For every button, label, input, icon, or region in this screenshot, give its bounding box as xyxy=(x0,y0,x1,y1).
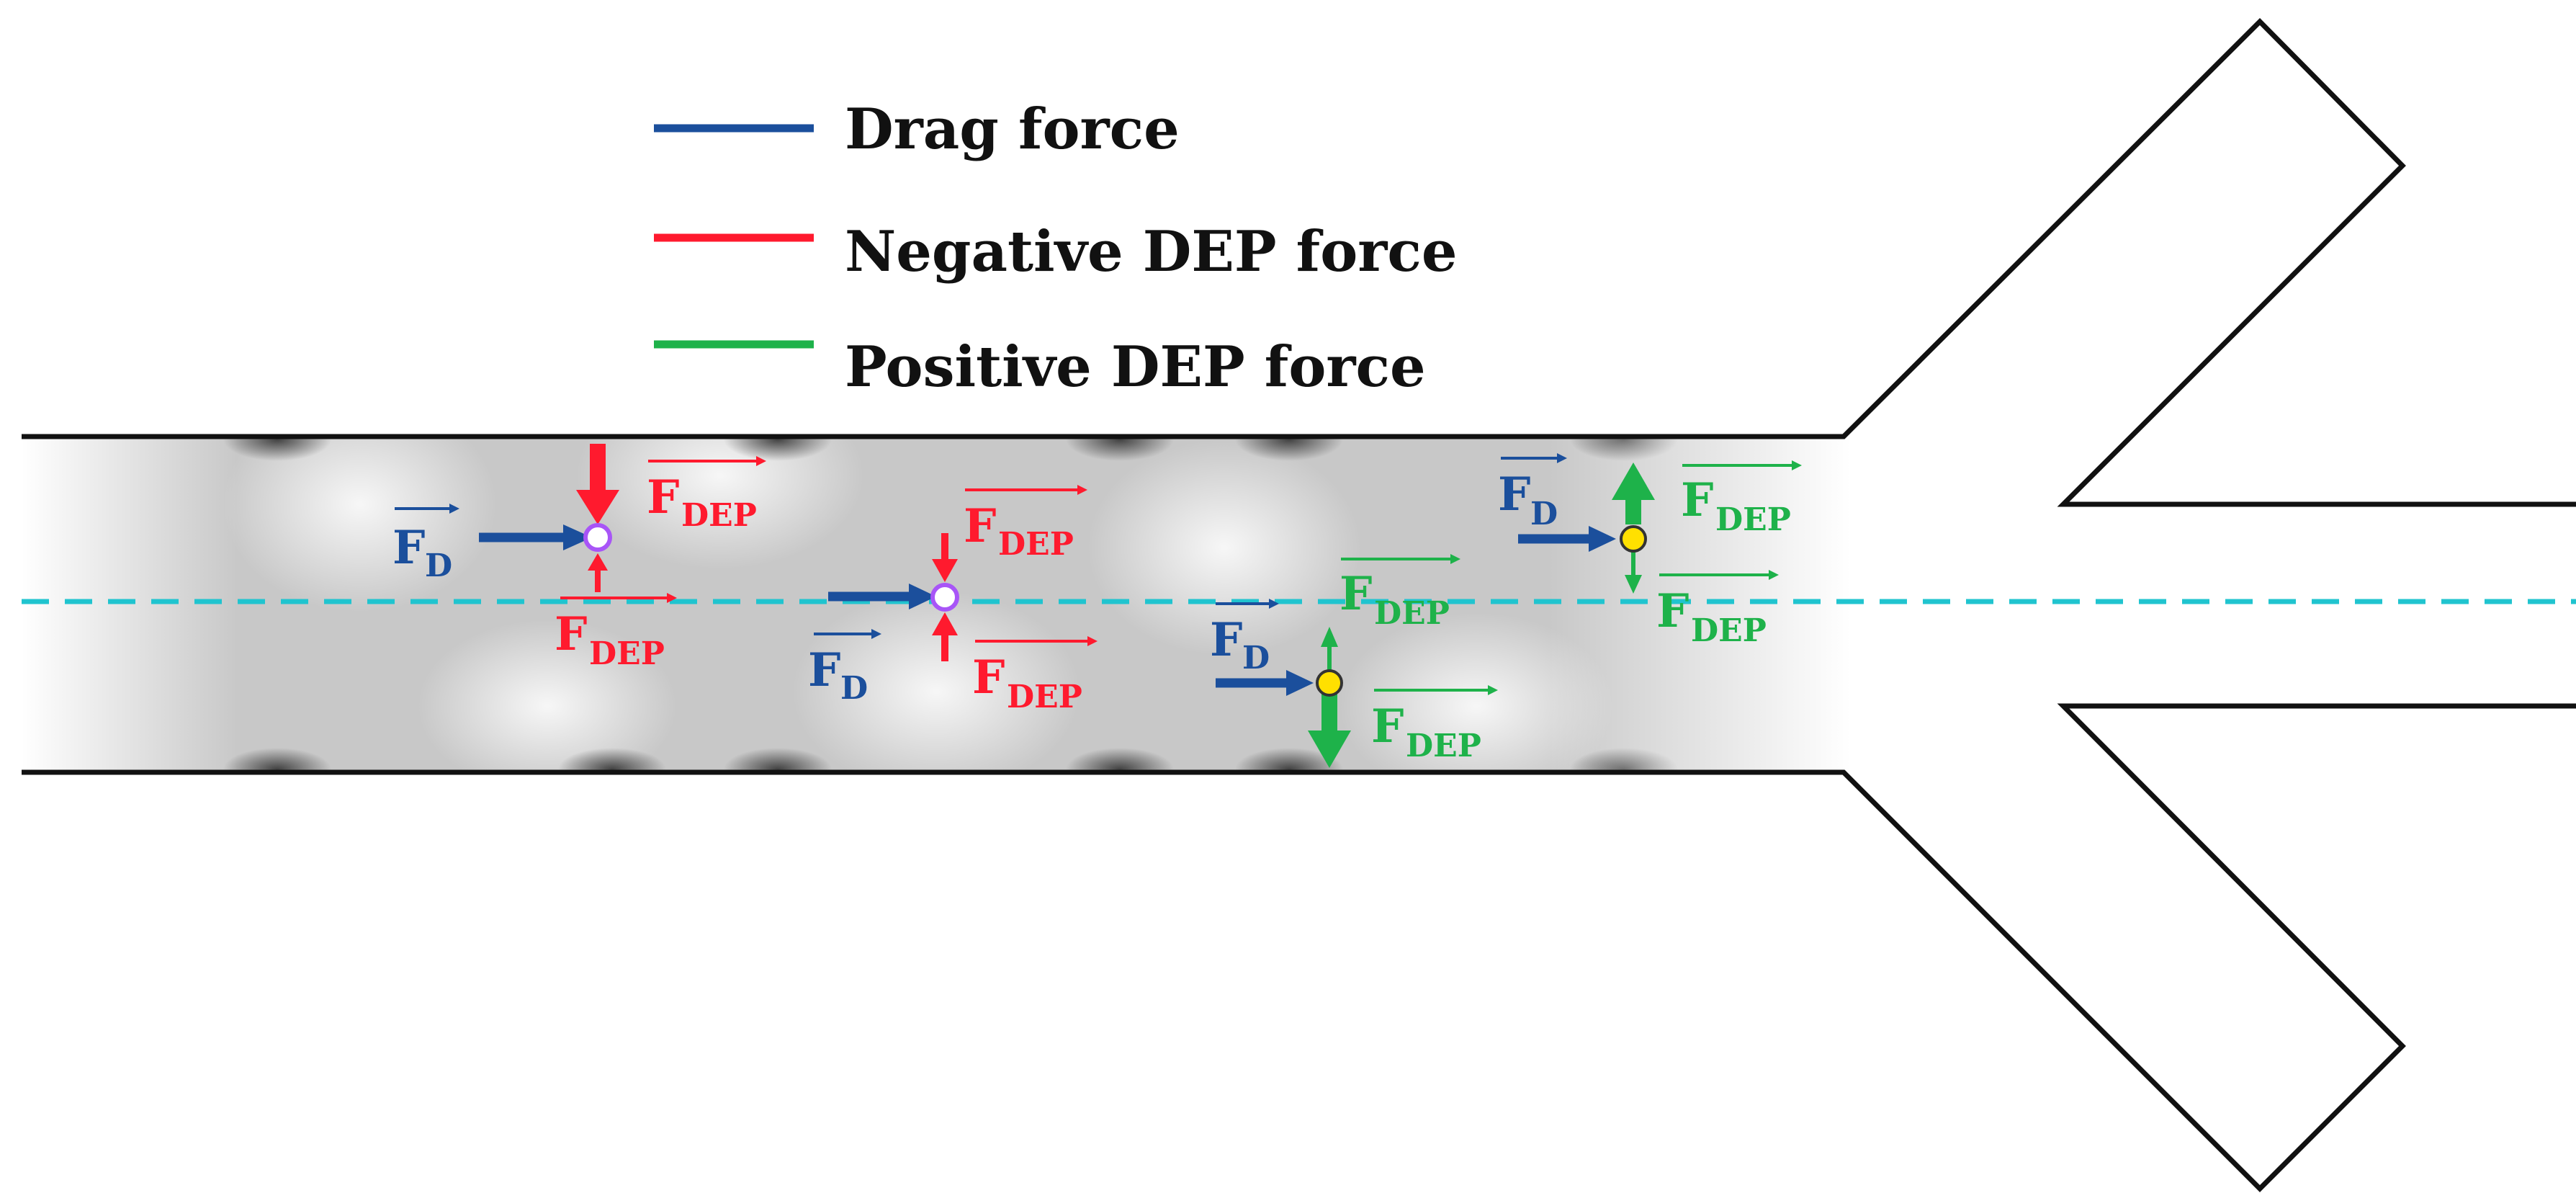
drag-subscript: D xyxy=(425,548,452,584)
channel-bottom-wall xyxy=(22,703,2576,1192)
dep-subscript: DEP xyxy=(1406,728,1481,764)
legend-label-negative-dep: Negative DEP force xyxy=(845,219,1457,285)
dep-subscript: DEP xyxy=(1715,501,1791,538)
drag-arrowhead xyxy=(909,584,936,609)
dep-label-upper: F DEP xyxy=(1681,460,1802,538)
legend: Drag force Negative DEP force Positive D… xyxy=(654,97,1457,400)
channel-outline xyxy=(22,18,2576,1192)
dep-arrowhead-down xyxy=(932,559,958,582)
vector-bar-head xyxy=(1269,599,1279,609)
drag-label: F D xyxy=(1210,599,1279,676)
drag-label: F D xyxy=(392,504,459,584)
particle-group-3: F D F DEP F DEP xyxy=(1210,554,1498,768)
dep-subscript: DEP xyxy=(589,635,665,672)
drag-label: F D xyxy=(1498,453,1567,532)
dep-label-upper: F DEP xyxy=(647,456,766,534)
channel-field-shading xyxy=(22,437,1851,772)
dep-arrowhead-down xyxy=(1308,730,1351,768)
dep-label-lower: F DEP xyxy=(1656,570,1779,649)
drag-symbol: F xyxy=(1498,468,1530,522)
drag-subscript: D xyxy=(840,670,868,707)
dep-arrowhead-down xyxy=(576,490,619,524)
vector-bar-head xyxy=(1557,453,1567,463)
vector-bar-head xyxy=(871,629,881,639)
dep-symbol: F xyxy=(555,607,587,661)
particle-group-1: F D F DEP F DEP xyxy=(392,444,766,672)
dep-subscript: DEP xyxy=(1374,595,1450,632)
dep-symbol: F xyxy=(1371,700,1404,754)
drag-arrowhead xyxy=(1286,670,1314,696)
vector-bar-head xyxy=(1077,485,1087,495)
dep-label-lower: F DEP xyxy=(972,636,1098,715)
dep-symbol: F xyxy=(647,470,679,524)
dep-symbol: F xyxy=(1339,567,1372,621)
dep-subscript: DEP xyxy=(1007,679,1082,715)
particle-group-4: F D F DEP F DEP xyxy=(1498,453,1802,649)
particle-negative-icon xyxy=(930,583,959,612)
vector-bar-head xyxy=(1450,554,1460,564)
dep-subscript: DEP xyxy=(1691,612,1767,649)
dep-label-upper: F DEP xyxy=(1339,554,1460,632)
dep-arrowhead-down xyxy=(1625,575,1642,594)
dep-subscript: DEP xyxy=(681,497,757,534)
dep-symbol: F xyxy=(972,651,1005,705)
dep-symbol: F xyxy=(1681,473,1713,527)
vector-bar-head xyxy=(1087,636,1098,646)
drag-arrowhead xyxy=(563,524,592,550)
dep-label-lower: F DEP xyxy=(1371,685,1498,764)
vector-bar-head xyxy=(1769,570,1779,580)
drag-subscript: D xyxy=(1242,640,1270,676)
dep-symbol: F xyxy=(1656,584,1689,638)
dep-arrowhead-up xyxy=(588,553,608,571)
drag-symbol: F xyxy=(392,521,425,575)
vector-bar-head xyxy=(449,504,459,514)
channel-top-wall xyxy=(22,18,2576,507)
drag-subscript: D xyxy=(1530,496,1558,532)
dep-symbol: F xyxy=(964,499,996,553)
particle-negative-icon xyxy=(583,523,612,552)
dep-arrowhead-up xyxy=(1321,627,1338,647)
vector-bar-head xyxy=(1488,685,1498,695)
drag-symbol: F xyxy=(808,643,840,697)
vector-bar-head xyxy=(667,593,677,603)
dep-arrowhead-up xyxy=(932,612,958,635)
dep-subscript: DEP xyxy=(998,526,1074,563)
particle-group-2: F D F DEP F DEP xyxy=(808,485,1098,715)
legend-label-positive-dep: Positive DEP force xyxy=(845,334,1426,400)
drag-label: F D xyxy=(808,629,881,707)
legend-label-drag: Drag force xyxy=(845,97,1180,162)
dep-label-upper: F DEP xyxy=(964,485,1087,563)
dep-label-lower: F DEP xyxy=(555,593,677,672)
particle-positive-icon xyxy=(1620,525,1647,553)
vector-bar-head xyxy=(756,456,766,466)
particle-positive-icon xyxy=(1316,669,1343,697)
dep-arrowhead-up xyxy=(1612,463,1655,500)
vector-bar-head xyxy=(1792,460,1802,470)
drag-symbol: F xyxy=(1210,613,1242,667)
drag-arrowhead xyxy=(1589,526,1616,552)
